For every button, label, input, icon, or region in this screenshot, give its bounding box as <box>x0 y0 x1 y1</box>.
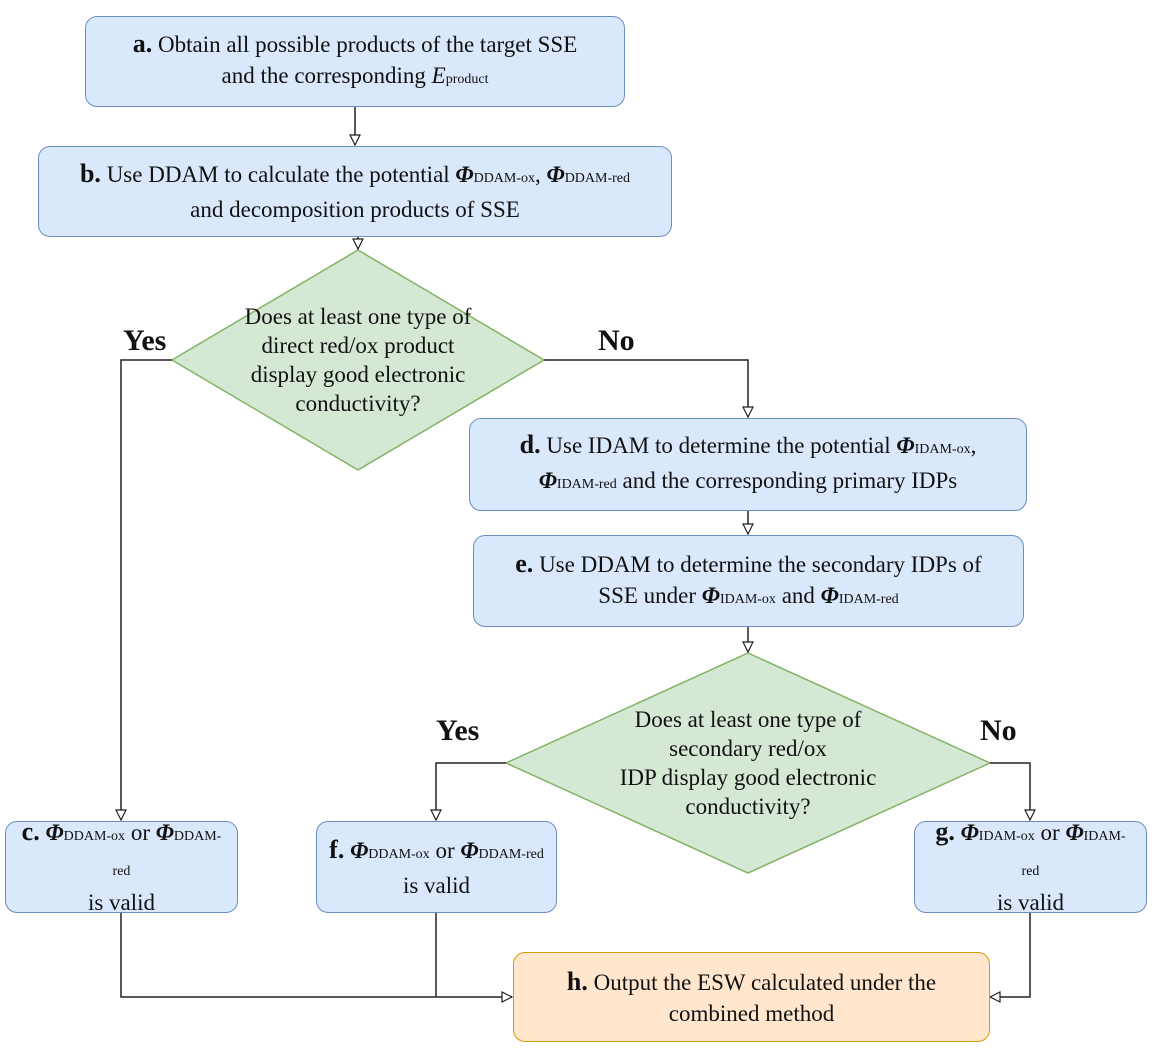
node-h: h. Output the ESW calculated under the c… <box>513 952 990 1042</box>
node-b-phi2: Φ <box>546 162 565 187</box>
node-c-phi2: Φ <box>155 820 174 845</box>
node-g-or: or <box>1034 820 1066 845</box>
node-g-sub2: IDAM-red <box>1021 829 1126 879</box>
node-a-E-sub: product <box>445 72 489 87</box>
node-a-E: E <box>431 63 446 88</box>
q1-line2: direct red/ox product <box>261 333 455 358</box>
node-b-letter: b. <box>79 159 101 188</box>
node-e-line2: SSE under <box>598 582 702 608</box>
decision-q1-text: Does at least one type of direct red/ox … <box>205 304 511 416</box>
edge-q1-c <box>121 359 172 820</box>
edge-c-h <box>120 913 512 997</box>
node-a: a. Obtain all possible products of the t… <box>85 16 625 107</box>
node-e-phi1: Φ <box>701 582 720 608</box>
node-e: e. Use DDAM to determine the secondary I… <box>473 535 1024 627</box>
q2-line2: secondary red/ox <box>669 736 827 761</box>
node-g: g. ΦIDAM-ox or ΦIDAM-red is valid <box>914 817 1147 915</box>
q2-no-label: No <box>980 714 1017 747</box>
node-d-letter: d. <box>519 430 541 459</box>
node-b-phi1: Φ <box>455 162 474 187</box>
node-c-or: or <box>125 820 156 845</box>
q1-yes-label: Yes <box>123 324 167 357</box>
node-g-letter: g. <box>935 817 955 846</box>
node-c-sub2: DDAM-red <box>112 829 222 879</box>
q1-line1: Does at least one type of <box>244 304 472 329</box>
node-g-line2: is valid <box>996 890 1065 915</box>
node-e-and: and <box>775 582 821 608</box>
node-c-sub1: DDAM-ox <box>63 829 126 844</box>
q1-no-label: No <box>598 324 635 357</box>
node-f: f. ΦDDAM-ox or ΦDDAM-red is valid <box>316 821 557 913</box>
node-c-phi1: Φ <box>45 820 64 845</box>
node-d-phi2: Φ <box>538 468 557 493</box>
node-e-sub2: IDAM-red <box>838 591 899 607</box>
decision-q1-shape <box>170 249 546 471</box>
node-a-letter: a. <box>132 29 153 58</box>
node-d-line1: Use IDAM to determine the potential <box>546 433 897 458</box>
node-e-sub1: IDAM-ox <box>719 591 776 607</box>
node-a-line2: and the corresponding <box>221 63 432 88</box>
node-b: b. Use DDAM to calculate the potential Φ… <box>38 146 672 237</box>
node-d-line2: and the corresponding primary IDPs <box>616 468 958 493</box>
q2-line3: IDP display good electronic <box>619 765 877 790</box>
node-b-line1: Use DDAM to calculate the potential <box>106 162 456 187</box>
node-c: c. ΦDDAM-ox or ΦDDAM-red is valid <box>5 817 238 915</box>
node-b-sep: , <box>535 162 547 187</box>
node-d: d. Use IDAM to determine the potential Φ… <box>469 418 1027 511</box>
decision-q2-text: Does at least one type of secondary red/… <box>586 707 910 819</box>
node-c-letter: c. <box>21 817 40 846</box>
edge-q1-d <box>544 359 748 417</box>
node-f-sub2: DDAM-red <box>478 846 544 862</box>
node-e-phi2: Φ <box>820 582 839 608</box>
node-f-phi1: Φ <box>350 837 369 863</box>
node-f-sub1: DDAM-ox <box>368 846 430 862</box>
node-d-sub1: IDAM-ox <box>914 442 971 457</box>
node-h-line1: Output the ESW calculated under the <box>593 969 937 995</box>
node-a-line1: Obtain all possible products of the targ… <box>157 32 578 57</box>
node-c-line2: is valid <box>87 890 156 915</box>
node-e-line1: Use DDAM to determine the secondary IDPs… <box>539 551 982 577</box>
node-f-line2: is valid <box>402 872 471 898</box>
node-b-line2: and decomposition products of SSE <box>190 197 520 222</box>
q1-line4: conductivity? <box>295 391 421 416</box>
node-f-or: or <box>429 837 461 863</box>
decision-q2-shape <box>504 652 992 874</box>
node-b-sub1: DDAM-ox <box>473 171 536 186</box>
edge-q2-f <box>436 762 506 820</box>
edge-g-h <box>990 913 1031 997</box>
node-b-sub2: DDAM-red <box>564 171 631 186</box>
node-f-phi2: Φ <box>460 837 479 863</box>
node-h-line2: combined method <box>668 1000 835 1026</box>
node-g-phi2: Φ <box>1065 820 1084 845</box>
node-f-letter: f. <box>329 834 345 864</box>
node-d-comma: , <box>970 433 977 458</box>
q2-line4: conductivity? <box>685 794 811 819</box>
node-g-sub1: IDAM-ox <box>978 829 1035 844</box>
node-d-sub2: IDAM-red <box>556 477 617 492</box>
node-e-letter: e. <box>515 548 534 578</box>
q2-line1: Does at least one type of <box>634 707 862 732</box>
node-h-letter: h. <box>566 966 588 996</box>
q1-line3: display good electronic <box>250 362 466 387</box>
edge-q2-g <box>990 762 1030 820</box>
node-d-phi1: Φ <box>896 433 915 458</box>
node-g-phi1: Φ <box>960 820 979 845</box>
q2-yes-label: Yes <box>436 714 480 747</box>
